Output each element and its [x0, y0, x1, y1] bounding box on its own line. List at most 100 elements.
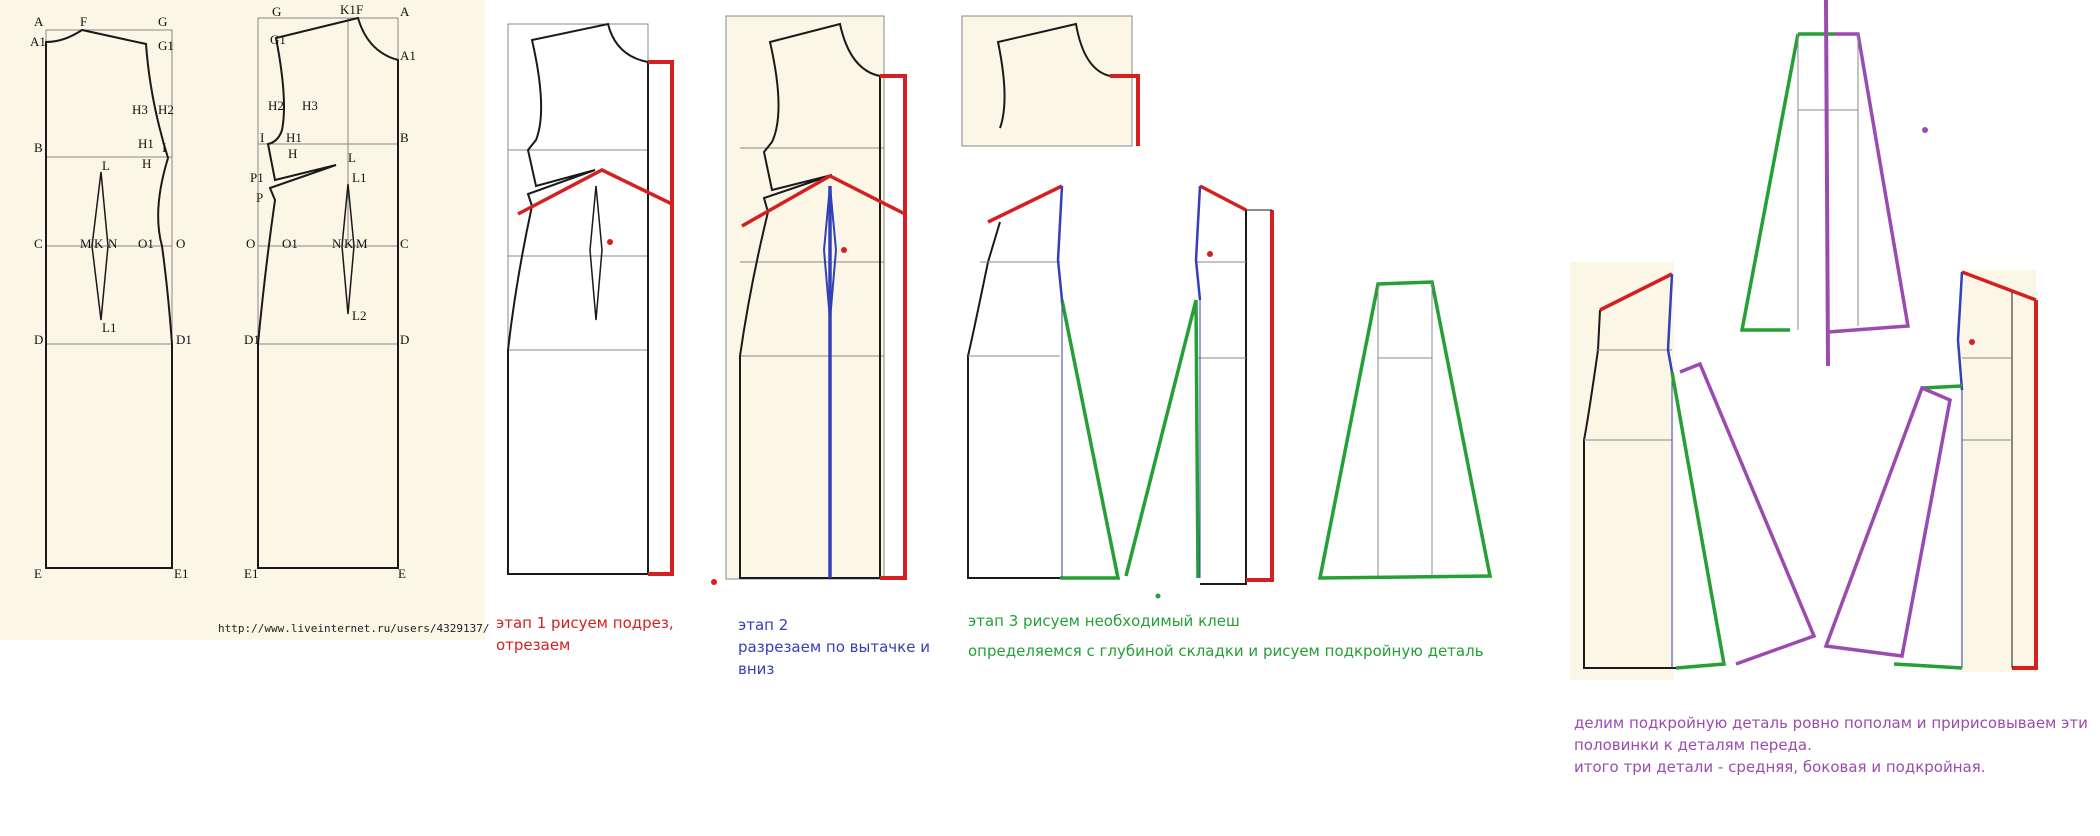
stage3-green-dot [1155, 593, 1161, 599]
stage3-red-dot [1207, 251, 1213, 257]
stage3-side-green [1060, 299, 1121, 580]
front-point-label: P [256, 190, 263, 205]
back-outline [45, 28, 173, 569]
front-point-label: C [400, 236, 409, 251]
front-point-label: O [246, 236, 255, 251]
front-dart [341, 183, 355, 315]
stage2-caption-line-3: вниз [738, 660, 775, 678]
front-point-label: H2 [268, 98, 284, 113]
final-caption-line-1: делим подкройную деталь ровно пополам и … [1574, 714, 2088, 732]
back-point-label: D [34, 332, 43, 347]
final-caption-line-3: итого три детали - средняя, боковая и по… [1574, 758, 1986, 776]
back-pattern [45, 28, 173, 569]
back-point-label: H2 [158, 102, 174, 117]
final-left-purple [1679, 361, 1817, 666]
final-right-frame [1960, 270, 2036, 672]
front-outline [257, 16, 399, 569]
stage2-red-dot [841, 247, 847, 253]
front-point-label: I [260, 130, 264, 145]
stage3-side-red [987, 184, 1063, 224]
final-right-red-side [2012, 300, 2038, 670]
paper-background [0, 0, 485, 640]
front-point-label: H3 [302, 98, 318, 113]
final-split-line [1824, 0, 1830, 367]
front-point-label: F [356, 2, 363, 17]
back-point-label: M [80, 236, 92, 251]
front-point-label: O1 [282, 236, 298, 251]
final-caption: делим подкройную деталь ровно пополам и … [1574, 712, 2088, 778]
stage3-center-piece [1200, 210, 1247, 585]
stage3-caption-sub: определяемся с глубиной складки и рисуем… [968, 642, 1484, 660]
final-godet-green [1739, 32, 1834, 332]
back-point-label: O [176, 236, 185, 251]
stage2-outline [739, 22, 881, 579]
front-point-label: L1 [352, 170, 366, 185]
final-right-red-dot [1969, 339, 1975, 345]
final-caption-line-2: половинки к деталям переда. [1574, 736, 1812, 754]
front-pattern [257, 16, 399, 569]
back-point-label: K [94, 236, 104, 251]
front-point-label: L2 [352, 308, 366, 323]
front-point-label: E [398, 566, 406, 581]
final-right-purple [1823, 385, 1952, 658]
front-point-label: M [356, 236, 368, 251]
final-purple-dot [1922, 127, 1928, 133]
back-point-label: G [158, 14, 167, 29]
final-left-blue [1666, 273, 1674, 373]
front-point-label: H [288, 146, 297, 161]
stage3-top-red [1110, 74, 1140, 146]
back-point-label: L1 [102, 320, 116, 335]
final-right-red-top [1961, 270, 2037, 302]
source-url: http://www.liveinternet.ru/users/4329137… [218, 622, 490, 635]
stage1-stray-dot [711, 579, 717, 585]
stage1-caption: этап 1 рисуем подрез, отрезаем [496, 612, 674, 656]
back-point-label: A1 [30, 34, 46, 49]
front-point-label: A [400, 4, 410, 19]
stage3-top-outline [996, 22, 1111, 129]
front-point-label: L [348, 150, 356, 165]
original-draft [0, 0, 485, 640]
stage2-frame [725, 15, 885, 580]
stage3-godet [1317, 280, 1493, 580]
back-dart [91, 171, 109, 321]
stage2-caption-line-2: разрезаем по вытачке и [738, 638, 930, 656]
back-point-label: C [34, 236, 43, 251]
front-point-label: E1 [244, 566, 258, 581]
back-point-label: G1 [158, 38, 174, 53]
stage3-center-blue [1194, 185, 1202, 301]
front-point-label: K [344, 236, 354, 251]
stage1-pattern [507, 22, 717, 585]
stage3-center-red-top [1199, 184, 1247, 212]
stage3-center-green [1124, 299, 1200, 579]
stage3-subcaption: определяемся с глубиной складки и рисуем… [968, 640, 1484, 662]
front-point-label: N [332, 236, 342, 251]
back-point-label: I [162, 140, 166, 155]
stage3-side-blue [1056, 185, 1064, 301]
back-point-label: H [142, 156, 151, 171]
front-point-label: K1 [340, 2, 356, 17]
stage1-red-dot [607, 239, 613, 245]
stage2-pattern [725, 15, 907, 580]
back-point-label: A [34, 14, 44, 29]
front-point-label: G [272, 4, 281, 19]
final-godet-purple [1827, 32, 1911, 334]
stage1-dart [589, 185, 603, 321]
front-point-label: B [400, 130, 409, 145]
final-right-green [1893, 384, 1963, 670]
front-point-label: P1 [250, 170, 264, 185]
stage1-cut-line [517, 168, 673, 216]
stage2-caption: этап 2 разрезаем по вытачке и вниз [738, 614, 930, 680]
back-point-label: E [34, 566, 42, 581]
back-point-label: D1 [176, 332, 192, 347]
stage3-center-red-side [1246, 210, 1274, 582]
stage1-frame [507, 23, 649, 575]
back-point-label: H1 [138, 136, 154, 151]
back-point-label: F [80, 14, 87, 29]
front-point-label: A1 [400, 48, 416, 63]
back-point-label: H3 [132, 102, 148, 117]
final-left-frame [1570, 262, 1674, 680]
stage2-caption-line-1: этап 2 [738, 616, 789, 634]
final-assembly [1570, 0, 2038, 680]
